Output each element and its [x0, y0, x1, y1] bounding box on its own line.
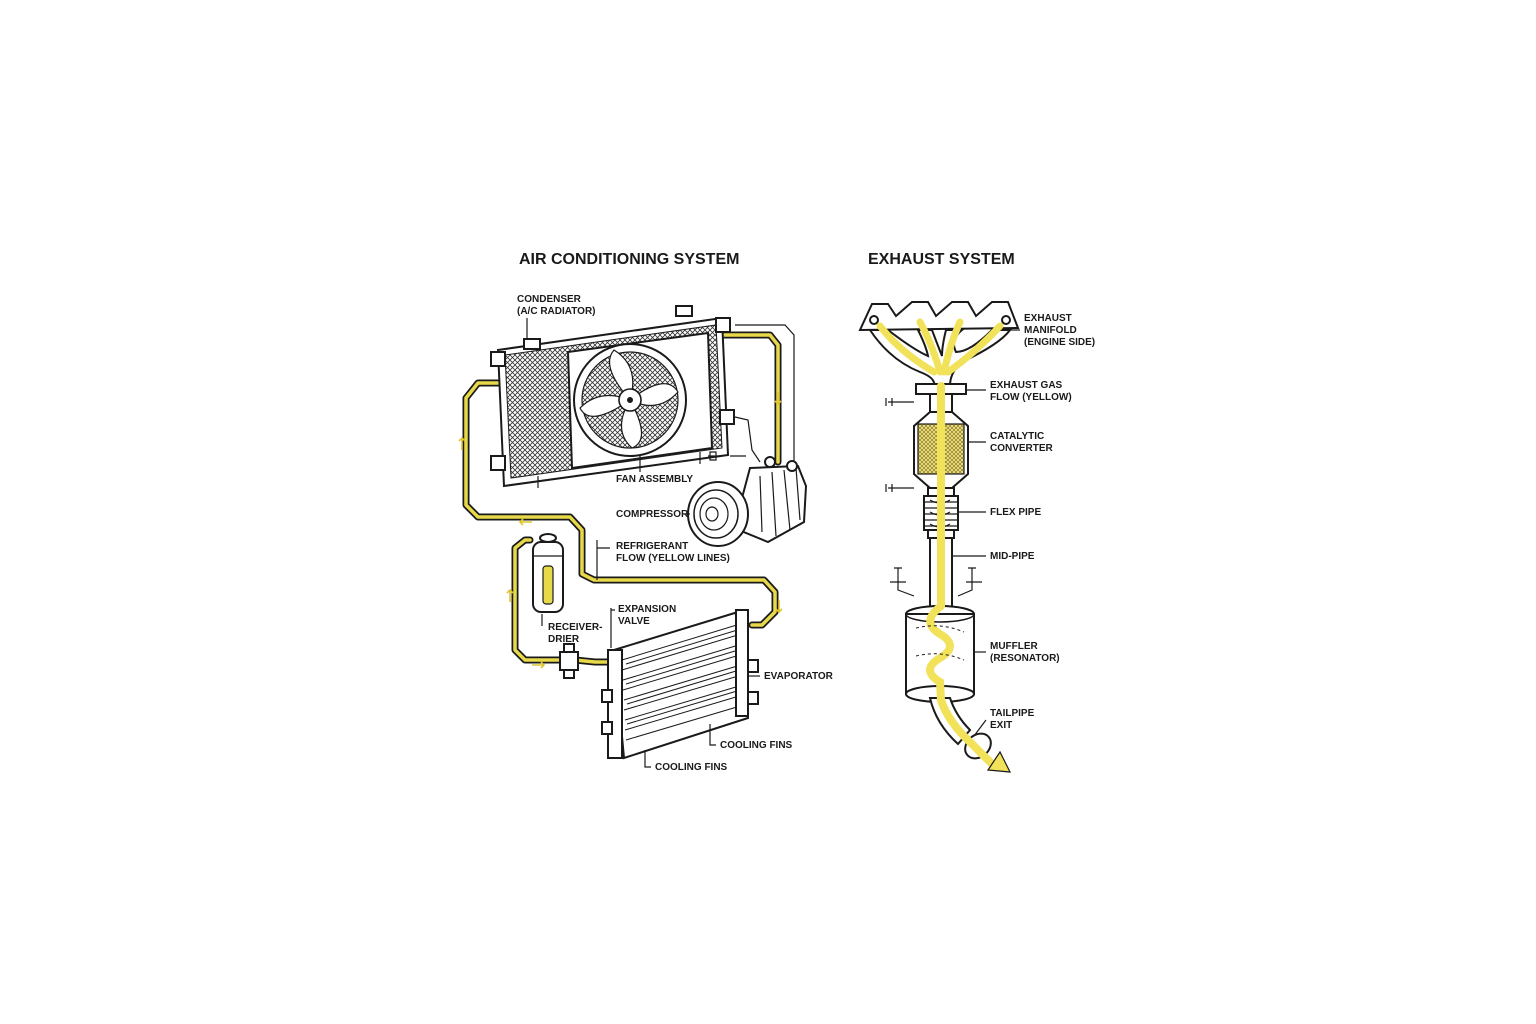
label-receiver-2: DRIER: [548, 634, 580, 645]
condenser: [490, 305, 735, 488]
label-manifold-3: (ENGINE SIDE): [1024, 337, 1095, 348]
label-expansion-1: EXPANSION: [618, 604, 676, 615]
ac-system: AIR CONDITIONING SYSTEM: [458, 251, 834, 773]
label-tailpipe-2: EXIT: [990, 720, 1012, 731]
fan-assembly: [573, 343, 687, 457]
label-refrigerant-2: FLOW (YELLOW LINES): [616, 553, 730, 564]
exhaust-pipe: [905, 383, 992, 760]
expansion-valve: [559, 643, 579, 679]
exhaust-system: EXHAUST SYSTEM: [858, 251, 1095, 773]
label-cooling-fins-a: COOLING FINS: [720, 740, 793, 751]
label-receiver-1: RECEIVER-: [548, 622, 602, 633]
refrigerant-lines: [458, 324, 795, 669]
label-condenser-2: (A/C RADIATOR): [517, 306, 596, 317]
exhaust-system-title: EXHAUST SYSTEM: [868, 251, 1015, 268]
label-manifold-2: MANIFOLD: [1024, 325, 1077, 336]
flow-arrow-up-left: [458, 436, 466, 450]
label-flex-pipe: FLEX PIPE: [990, 507, 1041, 518]
flow-arrow-down-right: [774, 392, 782, 406]
label-muffler-1: MUFFLER: [990, 641, 1039, 652]
exhaust-labels: EXHAUST MANIFOLD (ENGINE SIDE) EXHAUST G…: [952, 313, 1095, 737]
exhaust-fittings: [885, 398, 982, 597]
muffler: [905, 605, 975, 703]
label-muffler-2: (RESONATOR): [990, 653, 1060, 664]
label-evaporator: EVAPORATOR: [764, 671, 834, 682]
evaporator: [601, 609, 759, 760]
label-compressor: COMPRESSOR: [616, 509, 689, 520]
label-catalytic-2: CONVERTER: [990, 443, 1054, 454]
ac-labels: CONDENSER (A/C RADIATOR) FAN ASSEMBLY CO…: [517, 294, 834, 773]
label-cooling-fins-b: COOLING FINS: [655, 762, 728, 773]
compressor: [687, 451, 808, 547]
ac-system-title: AIR CONDITIONING SYSTEM: [519, 251, 739, 268]
flow-arrow-up-drier: [506, 588, 514, 602]
label-tailpipe-1: TAILPIPE: [990, 708, 1035, 719]
label-condenser-1: CONDENSER: [517, 294, 582, 305]
label-gas-flow-1: EXHAUST GAS: [990, 380, 1063, 391]
flow-arrow-down-evap: [775, 600, 783, 614]
exit-arrow-icon: [986, 750, 1012, 773]
receiver-drier: [532, 533, 564, 613]
flow-arrow-left: [518, 518, 532, 526]
label-manifold-1: EXHAUST: [1024, 313, 1072, 324]
label-catalytic-1: CATALYTIC: [990, 431, 1044, 442]
label-gas-flow-2: FLOW (YELLOW): [990, 392, 1072, 403]
label-expansion-2: VALVE: [618, 616, 650, 627]
label-refrigerant-1: REFRIGERANT: [616, 541, 688, 552]
label-mid-pipe: MID-PIPE: [990, 551, 1035, 562]
flow-arrow-right-valve: [532, 661, 546, 669]
exhaust-manifold: [858, 301, 1020, 387]
exhaust-gas-flow: [915, 382, 1012, 773]
label-fan-assembly: FAN ASSEMBLY: [616, 474, 693, 485]
